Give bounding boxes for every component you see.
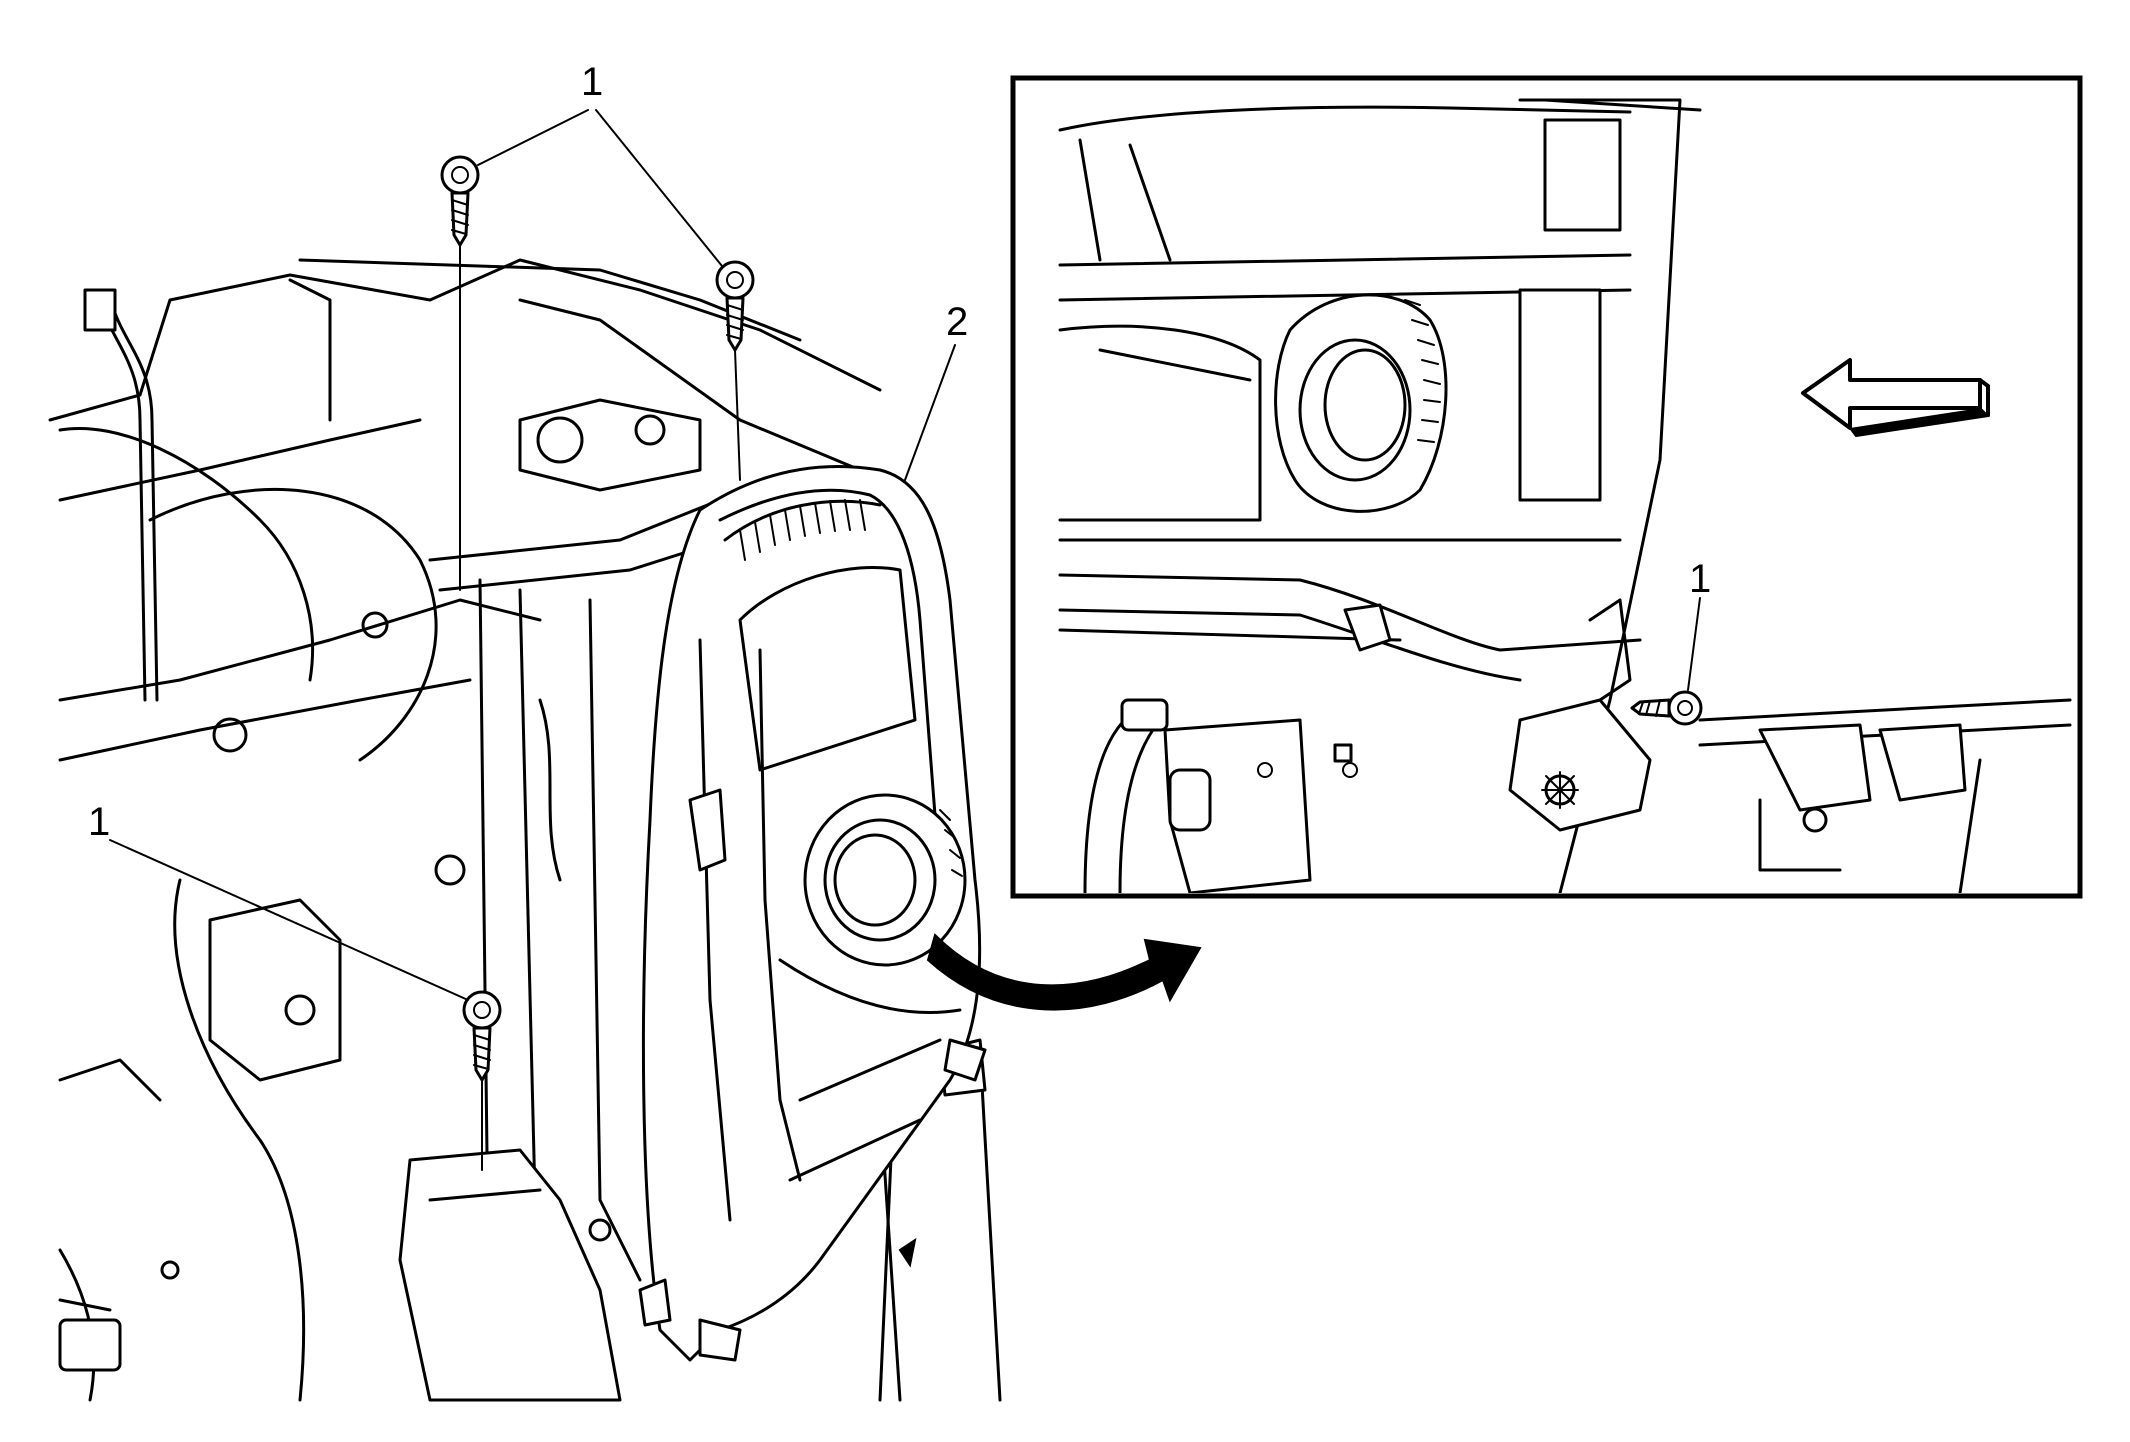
callout-lower-fastener: 1 <box>88 800 469 1001</box>
detail-inset: 1 <box>1010 75 2083 899</box>
bezel-ribbing <box>1404 299 1441 443</box>
inset-headlamp-closeup <box>1058 98 2072 893</box>
fastener-lower <box>462 990 502 1171</box>
left-arrow-icon <box>1801 358 1991 438</box>
headlamp-assembly <box>638 464 987 1362</box>
callout-inset-fastener: 1 <box>1687 557 1711 691</box>
vehicle-front-structure <box>48 258 1002 1402</box>
inset-fastener <box>1630 690 1703 726</box>
callout-label-1-inset: 1 <box>1689 557 1711 601</box>
curved-arrow-icon <box>926 933 1202 1011</box>
fastener-top-right <box>715 260 755 481</box>
lens-ribbing <box>739 499 866 561</box>
callout-label-2: 2 <box>946 300 968 344</box>
callout-label-1-top: 1 <box>581 60 603 104</box>
callout-headlamp: 2 <box>904 300 968 481</box>
callout-top-fasteners: 1 <box>477 60 723 267</box>
fastener-top-left <box>440 155 480 591</box>
callout-label-1-lower: 1 <box>88 800 110 844</box>
